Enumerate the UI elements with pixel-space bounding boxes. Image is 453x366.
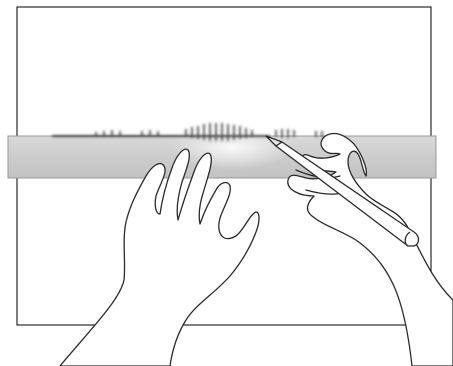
drawn-marks	[52, 123, 323, 141]
pencil	[265, 135, 420, 247]
left-hand	[59, 148, 260, 366]
